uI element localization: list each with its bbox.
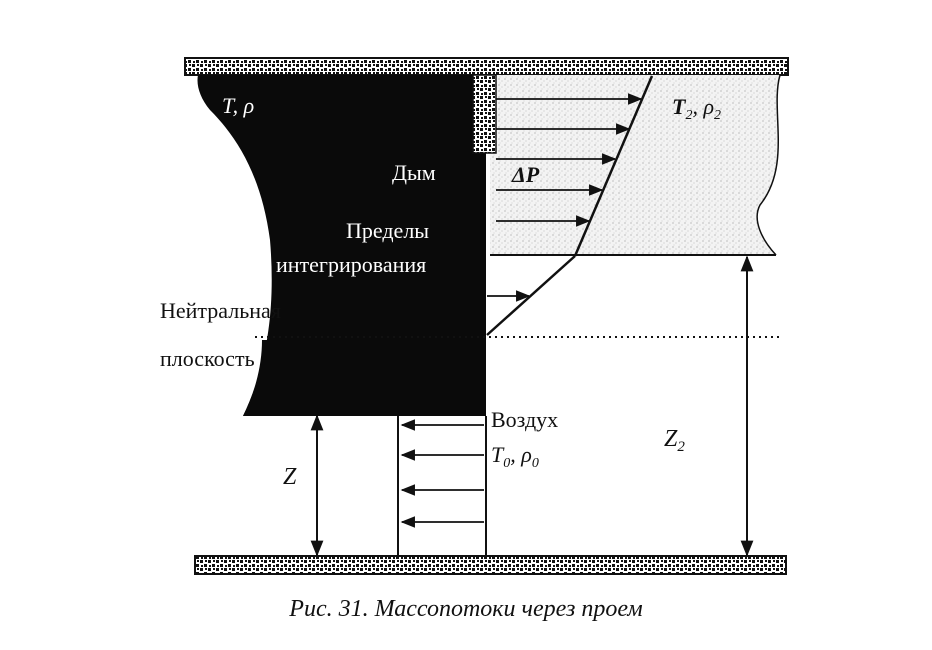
smoke-region — [197, 75, 486, 416]
pressure-profile-lower — [486, 255, 576, 336]
label-neutral-line1: Нейтральная — [160, 298, 281, 323]
hot-layer-boundary — [756, 74, 781, 256]
label-limits-line2: интегрирования — [276, 252, 426, 277]
figure-caption: Рис. 31. Массопотоки через проем — [288, 596, 642, 622]
floor-slab — [194, 555, 787, 575]
label-t0-rho0: T0, ρ0 — [491, 442, 539, 471]
label-air: Воздух — [491, 407, 558, 432]
ceiling-slab — [184, 57, 789, 76]
label-delta-p: ΔP — [511, 162, 540, 187]
door-soffit — [472, 74, 497, 154]
outflow-arrows — [487, 93, 643, 302]
label-t2-rho2: T2, ρ2 — [672, 94, 721, 123]
label-z: Z — [283, 464, 297, 490]
smoke-region-overlap — [243, 340, 486, 416]
label-limits-line1: Пределы — [346, 218, 429, 243]
inflow-arrows — [400, 419, 484, 528]
label-neutral-line2: плоскость — [160, 346, 255, 371]
label-smoke: Дым — [392, 160, 436, 185]
label-t-rho: T, ρ — [222, 93, 254, 118]
label-z2: Z2 — [664, 426, 685, 455]
hot-layer-right — [490, 75, 780, 255]
